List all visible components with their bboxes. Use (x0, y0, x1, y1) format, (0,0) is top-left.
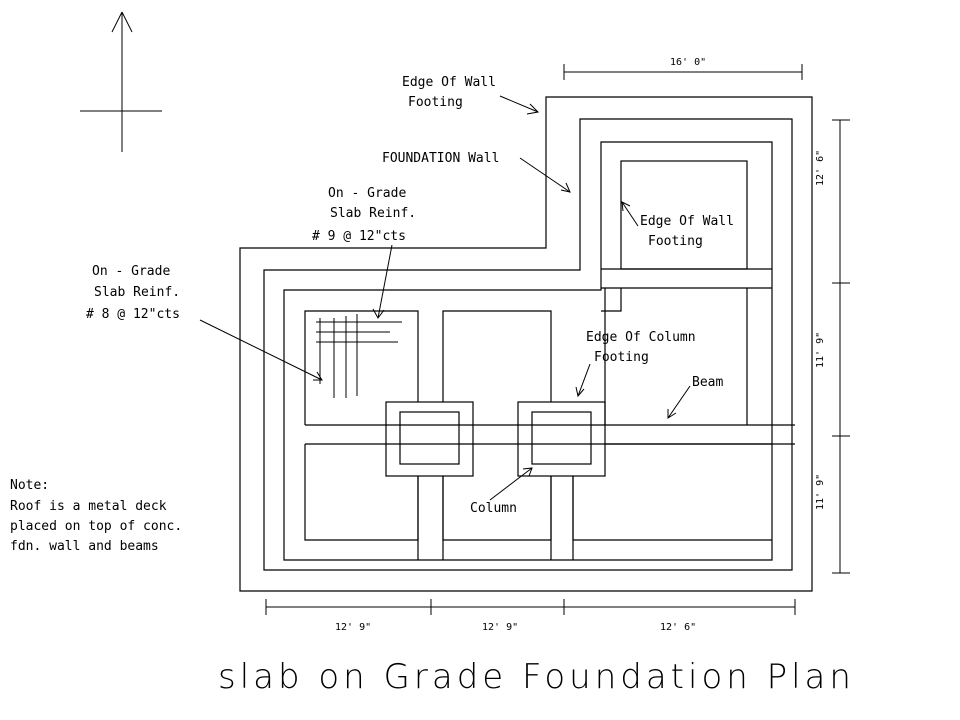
column-left (385, 401, 474, 560)
dim-right-3: 11' 9" (815, 474, 826, 510)
label-slab-reinf-8-3: # 8 @ 12"cts (86, 307, 180, 322)
label-slab-reinf-8-2: Slab Reinf. (94, 285, 180, 300)
label-slab-reinf-8-1: On - Grade (92, 264, 170, 279)
label-edge-wall-footing-inner-1: Edge Of Wall (640, 214, 734, 229)
dim-bottom-1: 12' 9" (335, 622, 371, 633)
label-edge-wall-footing-top-1: Edge Of Wall (402, 75, 496, 90)
label-edge-column-footing-1: Edge Of Column (586, 330, 696, 345)
label-slab-reinf-9-2: Slab Reinf. (330, 206, 416, 221)
upper-room (601, 160, 772, 289)
label-edge-wall-footing-inner-2: Footing (648, 234, 703, 249)
dim-top: 16' 0" (670, 57, 706, 68)
note-line-1: Roof is a metal deck (10, 499, 167, 514)
label-beam: Beam (692, 375, 723, 390)
plan-title: slab on Grade Foundation Plan (218, 657, 855, 697)
leader-arrows (199, 95, 691, 501)
dim-right-2: 11' 9" (815, 332, 826, 368)
rebar-grid (316, 314, 402, 398)
label-slab-reinf-9-3: # 9 @ 12"cts (312, 229, 406, 244)
note-line-3: fdn. wall and beams (10, 539, 159, 554)
slab-panels (304, 288, 772, 541)
beam-lines (305, 424, 795, 445)
foundation-wall-outer (263, 118, 793, 571)
dim-bottom-2: 12' 9" (482, 622, 518, 633)
foundation-wall-inner (283, 141, 773, 561)
label-column: Column (470, 501, 517, 516)
dim-bottom-3: 12' 6" (660, 622, 696, 633)
note-heading: Note: (10, 478, 49, 493)
outer-footing-outline (239, 96, 813, 592)
note-line-2: placed on top of conc. (10, 519, 182, 534)
north-arrow-icon (80, 11, 162, 152)
dim-right-1: 12' 6" (815, 150, 826, 186)
label-edge-wall-footing-top-2: Footing (408, 95, 463, 110)
label-foundation-wall: FOUNDATION Wall (382, 151, 499, 166)
label-slab-reinf-9-1: On - Grade (328, 186, 406, 201)
column-right (517, 401, 606, 560)
dimension-lines (265, 64, 850, 615)
label-edge-column-footing-2: Footing (594, 350, 649, 365)
